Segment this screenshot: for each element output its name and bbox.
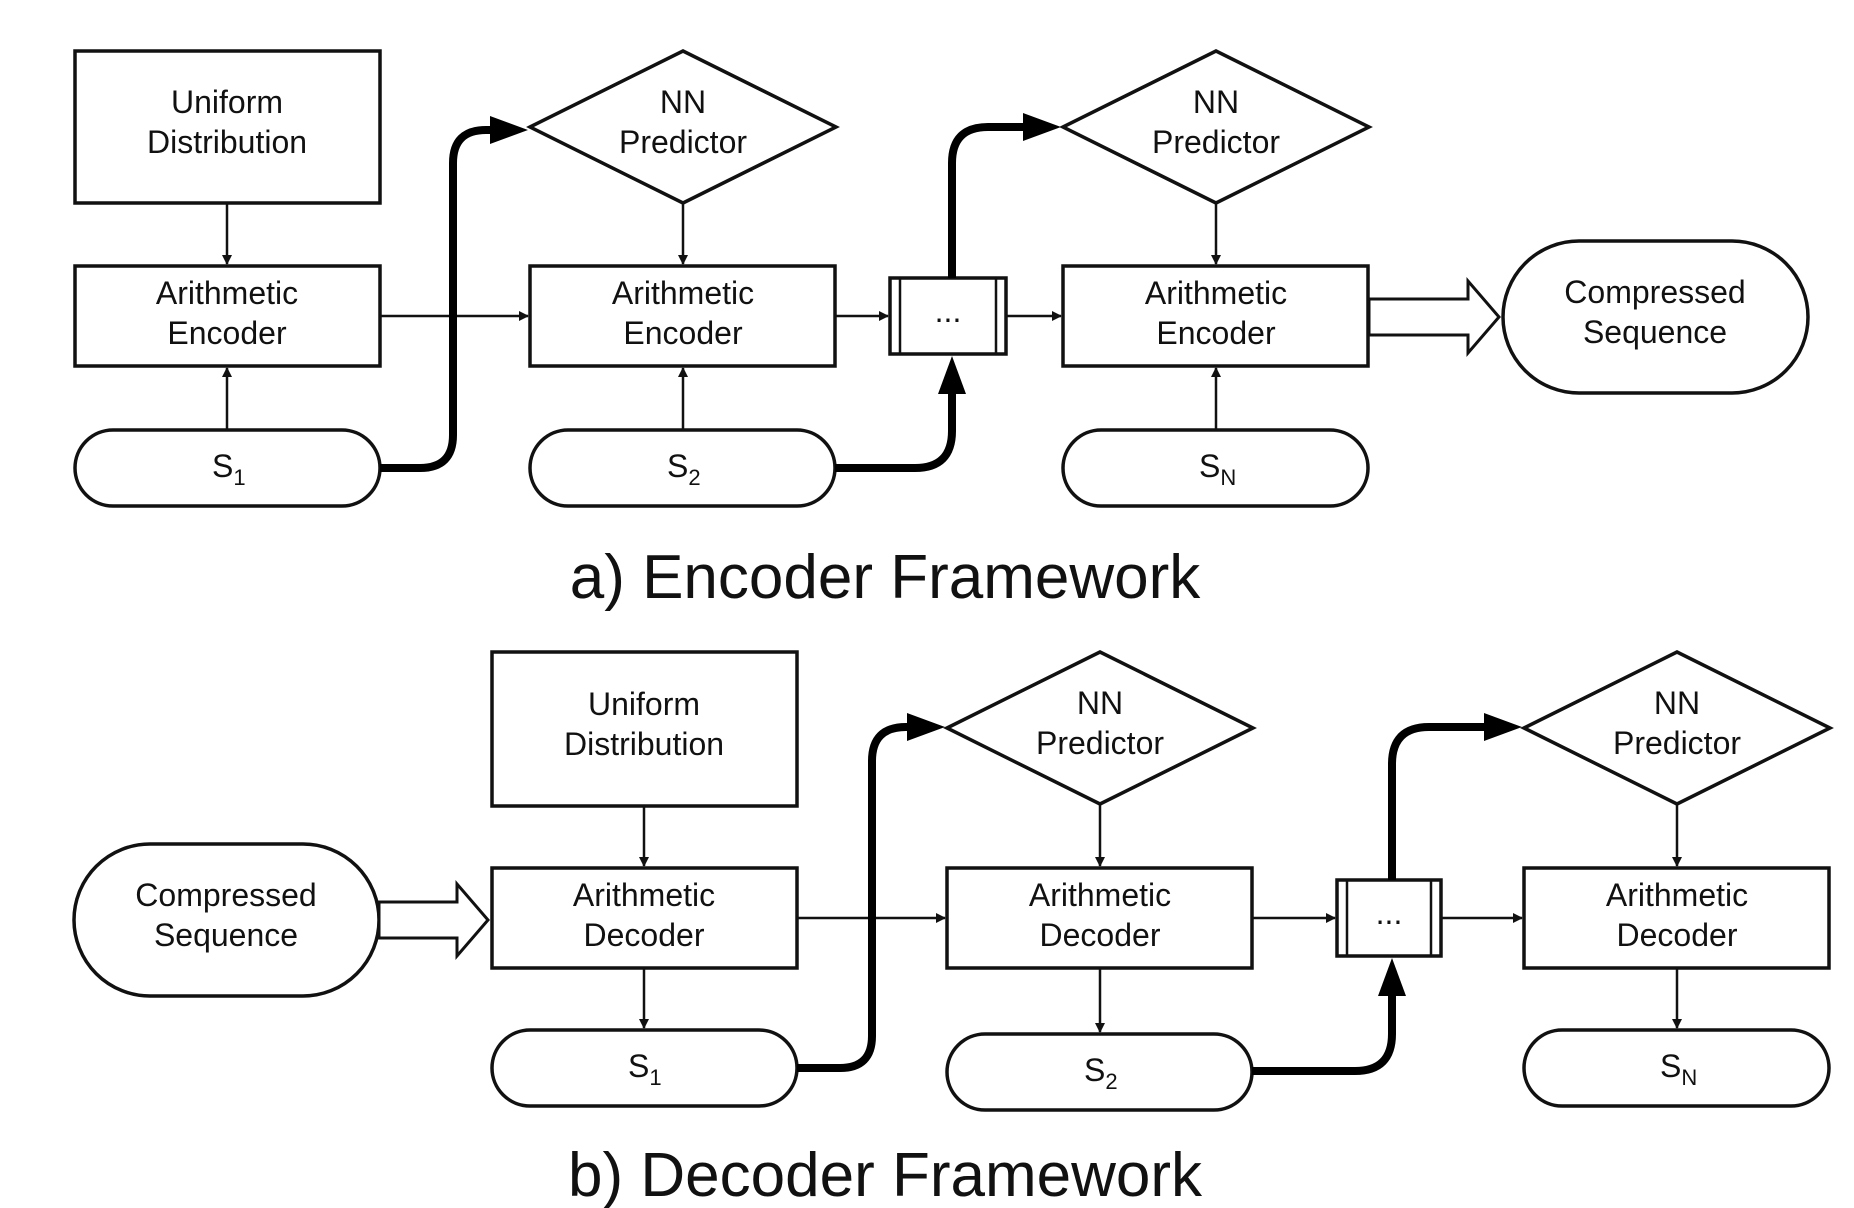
arrow-s1-to-predictor1 bbox=[797, 723, 916, 1072]
enc-predn-label-2: Predictor bbox=[1152, 124, 1280, 160]
enc-codern-label-2: Encoder bbox=[1156, 315, 1276, 351]
decoder-caption: b) Decoder Framework bbox=[568, 1141, 1203, 1208]
enc-arithmetic-encoder-2: Arithmetic Encoder bbox=[528, 264, 837, 368]
dec-codern-label-1: Arithmetic bbox=[1606, 877, 1748, 913]
dec-nn-predictor-n: NN Predictor bbox=[1520, 650, 1834, 806]
arrow-head-ellipsis-predn bbox=[1484, 713, 1522, 741]
enc-codern-label-1: Arithmetic bbox=[1145, 275, 1287, 311]
enc-coder2-label-1: Arithmetic bbox=[612, 275, 754, 311]
dec-uniform-distribution-box: Uniform Distribution bbox=[490, 650, 799, 808]
dec-symbol-s1: S1 bbox=[490, 1028, 799, 1108]
decoder-framework: Compressed Sequence Uniform Distribution… bbox=[72, 650, 1834, 1208]
dec-predn-label-2: Predictor bbox=[1613, 725, 1741, 761]
dec-coder1-label-2: Decoder bbox=[584, 917, 705, 953]
enc-compressed-label-2: Sequence bbox=[1583, 314, 1727, 350]
dec-nn-predictor-1: NN Predictor bbox=[943, 650, 1257, 806]
dec-symbol-sn: SN bbox=[1522, 1028, 1831, 1108]
dec-coder2-label-1: Arithmetic bbox=[1029, 877, 1171, 913]
dec-arithmetic-decoder-2: Arithmetic Decoder bbox=[945, 866, 1254, 970]
enc-symbol-sn: SN bbox=[1061, 428, 1370, 508]
dec-input-block-arrow bbox=[377, 879, 490, 961]
dec-coder1-label-1: Arithmetic bbox=[573, 877, 715, 913]
arrow-head-s1-pred1 bbox=[490, 116, 528, 144]
dec-s2-label: S2 bbox=[1084, 1052, 1118, 1094]
arrow-s2-to-ellipsis bbox=[1252, 994, 1396, 1075]
enc-arithmetic-encoder-1: Arithmetic Encoder bbox=[73, 264, 382, 368]
arrow-ellipsis-to-predictorn bbox=[1388, 723, 1490, 880]
enc-pred1-label-1: NN bbox=[660, 84, 706, 120]
dec-coder2-label-2: Decoder bbox=[1040, 917, 1161, 953]
arrow-head-s2-ellipsis bbox=[1378, 958, 1406, 996]
enc-nn-predictor-1: NN Predictor bbox=[526, 49, 840, 205]
enc-compressed-sequence: Compressed Sequence bbox=[1501, 239, 1810, 395]
dec-thick-arrows bbox=[797, 713, 1522, 1075]
dec-ellipsis-box: ... bbox=[1335, 878, 1443, 958]
dec-uniform-label-2: Distribution bbox=[564, 726, 724, 762]
enc-symbol-s2: S2 bbox=[528, 428, 837, 508]
enc-uniform-distribution-box: Uniform Distribution bbox=[73, 49, 382, 205]
dec-codern-label-2: Decoder bbox=[1617, 917, 1738, 953]
enc-output-block-arrow bbox=[1367, 276, 1501, 358]
dec-compressed-label-1: Compressed bbox=[135, 877, 316, 913]
enc-nn-predictor-n: NN Predictor bbox=[1059, 49, 1373, 205]
dec-uniform-label-1: Uniform bbox=[588, 686, 700, 722]
arrow-s1-to-predictor1 bbox=[380, 126, 498, 472]
dec-s1-label: S1 bbox=[628, 1048, 662, 1090]
enc-coder1-label-2: Encoder bbox=[167, 315, 287, 351]
enc-arithmetic-encoder-n: Arithmetic Encoder bbox=[1061, 264, 1370, 368]
arrow-head-s1-pred1 bbox=[907, 713, 945, 741]
dec-arithmetic-decoder-1: Arithmetic Decoder bbox=[490, 866, 799, 970]
dec-predn-label-1: NN bbox=[1654, 685, 1700, 721]
enc-s1-label: S1 bbox=[212, 448, 246, 490]
arrow-head-s2-ellipsis bbox=[938, 356, 966, 394]
dec-compressed-sequence: Compressed Sequence bbox=[72, 842, 381, 998]
enc-sn-label: SN bbox=[1199, 448, 1236, 490]
arrow-s2-to-ellipsis bbox=[835, 392, 956, 472]
dec-pred1-label-2: Predictor bbox=[1036, 725, 1164, 761]
dec-pred1-label-1: NN bbox=[1077, 685, 1123, 721]
arrow-head-ellipsis-predn bbox=[1023, 113, 1061, 141]
dec-symbol-s2: S2 bbox=[945, 1032, 1254, 1112]
enc-coder1-label-1: Arithmetic bbox=[156, 275, 298, 311]
enc-uniform-label-2: Distribution bbox=[147, 124, 307, 160]
enc-ellipsis-box: ... bbox=[888, 276, 1008, 356]
enc-uniform-label-1: Uniform bbox=[171, 84, 283, 120]
dec-compressed-label-2: Sequence bbox=[154, 917, 298, 953]
enc-compressed-label-1: Compressed bbox=[1564, 274, 1745, 310]
enc-ellipsis-label: ... bbox=[935, 293, 962, 329]
enc-s2-label: S2 bbox=[667, 448, 701, 490]
encoder-caption: a) Encoder Framework bbox=[570, 543, 1202, 612]
enc-pred1-label-2: Predictor bbox=[619, 124, 747, 160]
encoder-framework: Uniform Distribution Arithmetic Encoder … bbox=[73, 49, 1810, 612]
enc-coder2-label-2: Encoder bbox=[623, 315, 743, 351]
dec-arithmetic-decoder-n: Arithmetic Decoder bbox=[1522, 866, 1831, 970]
enc-symbol-s1: S1 bbox=[73, 428, 382, 508]
enc-thick-arrows bbox=[380, 113, 1061, 472]
arrow-ellipsis-to-predictorn bbox=[948, 123, 1028, 278]
dec-sn-label: SN bbox=[1660, 1048, 1697, 1090]
enc-predn-label-1: NN bbox=[1193, 84, 1239, 120]
dec-ellipsis-label: ... bbox=[1376, 895, 1403, 931]
